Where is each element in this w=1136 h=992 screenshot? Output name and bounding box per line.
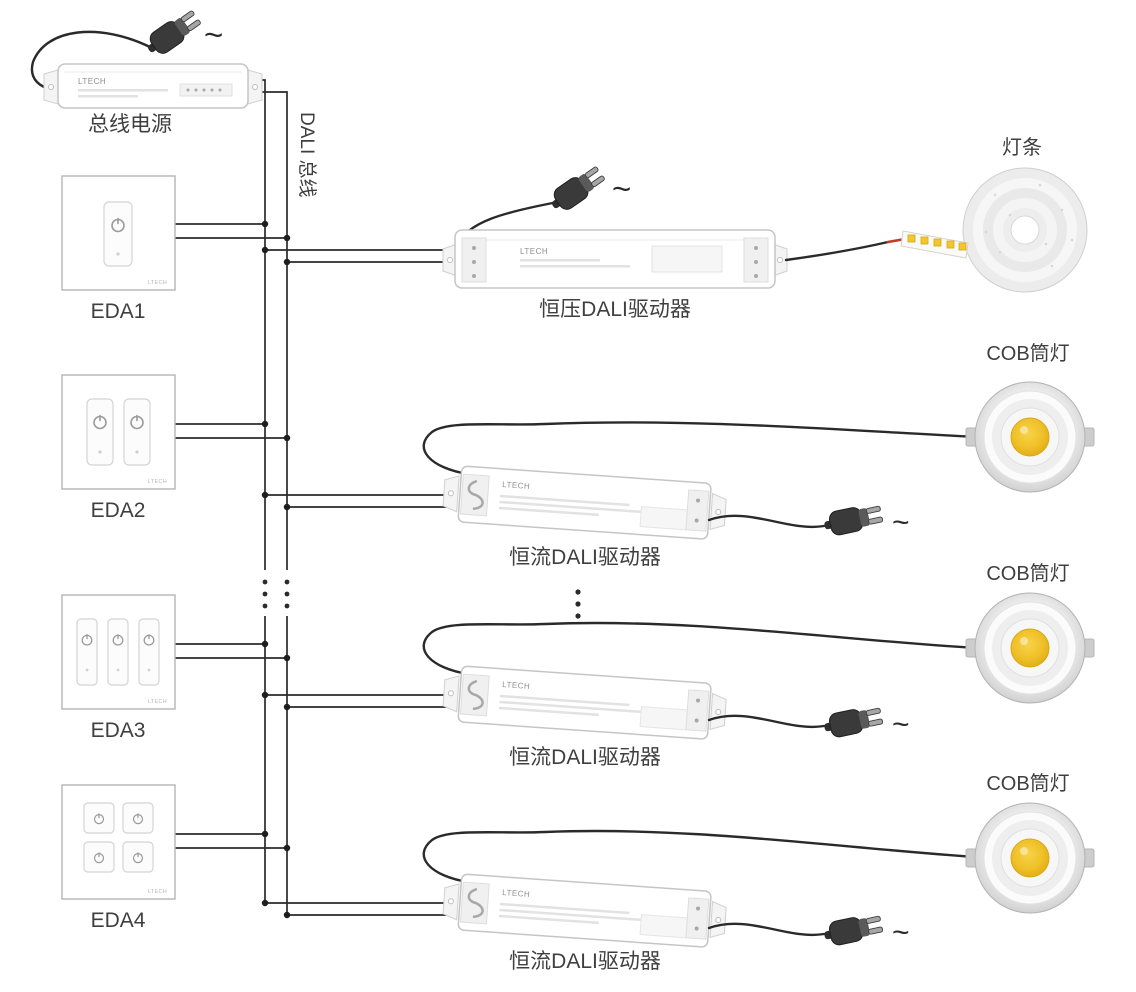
output-wire [784,240,890,262]
mains-plug [545,162,608,217]
cc-driver-row-3: LTECH ~ 恒流DALI驱动器 [422,829,978,973]
cob-downlight-1: COB筒灯 [965,342,1095,493]
device-brand: LTECH [78,77,106,86]
cv-driver-label: 恒压DALI驱动器 [539,298,691,321]
output-wire [422,621,978,676]
panel-eda2: LTECH EDA2 [61,374,176,522]
panel-eda4-label: EDA4 [91,909,146,932]
cc-driver-label: 恒流DALI驱动器 [509,950,661,973]
panel-brand: LTECH [148,889,167,895]
panel-eda4: LTECH EDA4 [61,784,176,932]
cob-label: COB筒灯 [986,772,1069,795]
output-wire [422,829,978,884]
device-brand: LTECH [520,247,548,256]
cc-driver-row-2: LTECH ~ 恒流DALI驱动器 [422,621,978,769]
ac-symbol: ~ [204,16,223,53]
ac-symbol: ~ [892,708,910,741]
cv-driver-row: ~ LTECH 恒压DALI驱动器 [442,162,907,321]
mains-cord [707,514,826,529]
mains-plug [141,6,204,61]
led-strip-label: 灯条 [1002,136,1042,159]
cob-label: COB筒灯 [986,342,1069,365]
mains-plug [821,911,885,949]
cc-driver-label: 恒流DALI驱动器 [509,546,661,569]
strip-leds [907,234,967,251]
device-brand: LTECH [502,680,531,691]
cc-driver [440,663,729,742]
output-wire [422,421,978,476]
cc-driver [440,463,729,542]
cob-label: COB筒灯 [986,562,1069,585]
panel-eda1-label: EDA1 [91,300,146,323]
ac-symbol: ~ [892,506,910,539]
mains-plug [821,501,885,539]
cc-driver-label: 恒流DALI驱动器 [509,746,661,769]
cob-downlight-2: COB筒灯 [965,562,1095,704]
dali-bus-wiring [175,79,581,919]
cc-driver-row-1: LTECH ~ 恒流DALI驱动器 [422,421,978,569]
bus-power-supply: ~ LTECH 总线电源 [30,6,263,136]
ac-symbol: ~ [612,170,631,207]
led-strip: 灯条 [900,136,1088,293]
bus-ellipsis [262,579,290,609]
mains-cord [707,714,826,729]
panel-eda1: LTECH EDA1 [61,175,176,323]
panel-eda3: LTECH EDA3 [61,594,176,742]
ac-symbol: ~ [892,916,910,949]
mains-plug [821,703,885,741]
drivers-ellipsis [575,589,581,619]
panel-eda3-label: EDA3 [91,719,146,742]
mains-cord [707,922,826,937]
panel-brand: LTECH [148,699,167,705]
panel-eda2-label: EDA2 [91,499,146,522]
device-brand: LTECH [502,888,531,899]
strip-texture [984,183,1074,268]
bus-power-label: 总线电源 [88,113,172,136]
panel-brand: LTECH [148,280,167,286]
dali-bus-label: DALI 总线 [296,112,318,198]
cob-downlight-3: COB筒灯 [965,772,1095,914]
device-brand: LTECH [502,480,531,491]
panel-brand: LTECH [148,479,167,485]
junction-dots [261,220,291,919]
mains-cord [30,30,154,91]
cc-driver [440,871,729,950]
